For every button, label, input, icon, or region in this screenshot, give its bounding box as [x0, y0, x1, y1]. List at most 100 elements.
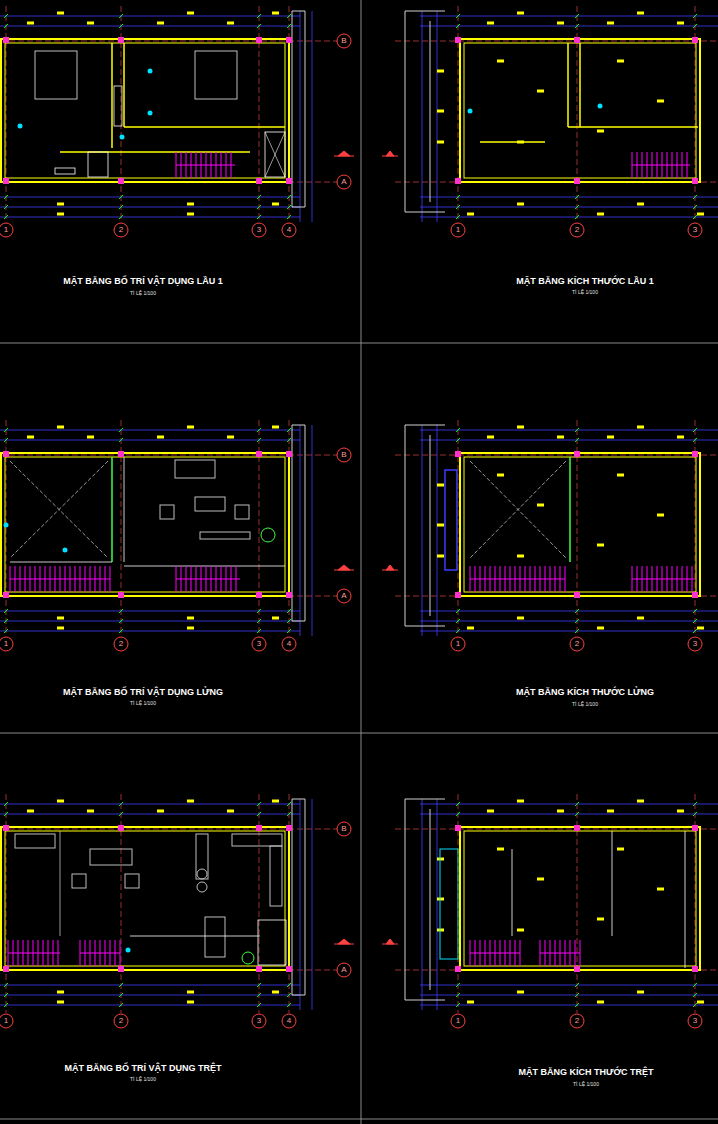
- stair-line: [540, 953, 580, 954]
- exterior-wall: [1, 39, 289, 182]
- dimension-line: [437, 11, 438, 222]
- dimension-text-mark: [637, 426, 644, 429]
- exterior-wall: [460, 453, 700, 596]
- dimension-text-mark: [637, 800, 644, 803]
- dimension-tick: [456, 24, 460, 28]
- dimension-text-mark: [657, 514, 664, 517]
- dimension-tick: [257, 629, 261, 633]
- stair-line: [632, 579, 695, 580]
- exterior-wall: [460, 39, 700, 182]
- dimension-line: [420, 631, 718, 632]
- dimension-tick: [456, 812, 460, 816]
- void-cross: [10, 461, 108, 558]
- dimension-line: [0, 985, 300, 986]
- entrance-door: [440, 849, 458, 959]
- dimension-tick: [4, 609, 8, 613]
- dimension-tick: [257, 24, 261, 28]
- dimension-line: [422, 11, 423, 222]
- tv-cabinet: [200, 532, 250, 539]
- exterior-wall: [1, 827, 289, 970]
- dimension-tick: [4, 428, 8, 432]
- column: [3, 451, 9, 457]
- dimension-tick: [287, 205, 291, 209]
- grid-axis-label: 1: [456, 640, 460, 648]
- exterior-wall: [1, 453, 289, 596]
- dimension-text-mark: [517, 555, 524, 558]
- dimension-tick: [575, 205, 579, 209]
- dimension-text-mark: [637, 617, 644, 620]
- dimension-tick: [257, 205, 261, 209]
- grid-axis-label: 2: [575, 1017, 579, 1025]
- dimension-tick: [693, 14, 697, 18]
- stair-line: [176, 165, 235, 166]
- dimension-tick: [693, 24, 697, 28]
- dimension-line: [300, 425, 301, 636]
- column: [256, 451, 262, 457]
- dimension-text-mark: [517, 991, 524, 994]
- dimension-tick: [257, 983, 261, 987]
- lot-boundary: [292, 425, 305, 621]
- dimension-text-mark: [27, 436, 34, 439]
- grid-axis-label: 3: [693, 226, 697, 234]
- column: [118, 451, 124, 457]
- armchair: [235, 505, 249, 519]
- grid-axis-bubble: [337, 175, 351, 189]
- sheet-divider: [361, 0, 362, 1124]
- dimension-tick: [4, 629, 8, 633]
- grid-axis-label: 4: [287, 640, 291, 648]
- dimension-tick: [456, 205, 460, 209]
- dimension-text-mark: [272, 12, 279, 15]
- dimension-text-mark: [57, 617, 64, 620]
- dimension-tick: [287, 1003, 291, 1007]
- dimension-tick: [575, 629, 579, 633]
- dimension-tick: [456, 609, 460, 613]
- dimension-tick: [456, 14, 460, 18]
- lot-boundary: [405, 799, 445, 1000]
- interior-line: [685, 831, 686, 968]
- dimension-line: [312, 425, 313, 636]
- dimension-tick: [257, 802, 261, 806]
- light-fixture: [598, 104, 603, 109]
- light-fixture: [126, 948, 131, 953]
- dimension-line: [0, 804, 300, 805]
- railing: [111, 457, 113, 562]
- dimension-text-mark: [437, 70, 444, 73]
- dimension-tick: [119, 14, 123, 18]
- column: [118, 825, 124, 831]
- dimension-tick: [4, 983, 8, 987]
- stool: [197, 869, 207, 879]
- stair-line: [470, 953, 520, 954]
- void-cross: [10, 461, 108, 558]
- stair-line: [470, 579, 565, 580]
- section-marker: [334, 939, 354, 944]
- dimension-text-mark: [437, 555, 444, 558]
- dimension-tick: [456, 1003, 460, 1007]
- interior-wall: [111, 43, 113, 148]
- table: [195, 497, 225, 511]
- dimension-text-mark: [467, 627, 474, 630]
- dimension-text-mark: [272, 800, 279, 803]
- dimension-text-mark: [467, 213, 474, 216]
- dimension-text-mark: [272, 426, 279, 429]
- column: [455, 592, 461, 598]
- dimension-text-mark: [517, 203, 524, 206]
- dimension-tick: [257, 619, 261, 623]
- grid-axis-label: A: [341, 966, 346, 974]
- dimension-line: [0, 430, 300, 431]
- exterior-wall: [5, 831, 285, 966]
- dimension-line: [0, 1005, 300, 1006]
- lot-boundary: [430, 21, 431, 202]
- grid-axis-label: 3: [693, 640, 697, 648]
- grid-axis-label: 1: [4, 226, 8, 234]
- column: [574, 37, 580, 43]
- interior-line: [60, 831, 61, 936]
- grid-axis-bubble: [114, 1014, 128, 1028]
- dimension-text-mark: [607, 22, 614, 25]
- dimension-tick: [119, 983, 123, 987]
- plan-title: MẶT BẰNG KÍCH THƯỚC LỬNG: [516, 688, 654, 697]
- dimension-line: [420, 207, 718, 208]
- dimension-tick: [257, 1003, 261, 1007]
- column: [286, 966, 292, 972]
- grid-axis-label: B: [341, 451, 346, 459]
- dimension-text-mark: [597, 544, 604, 547]
